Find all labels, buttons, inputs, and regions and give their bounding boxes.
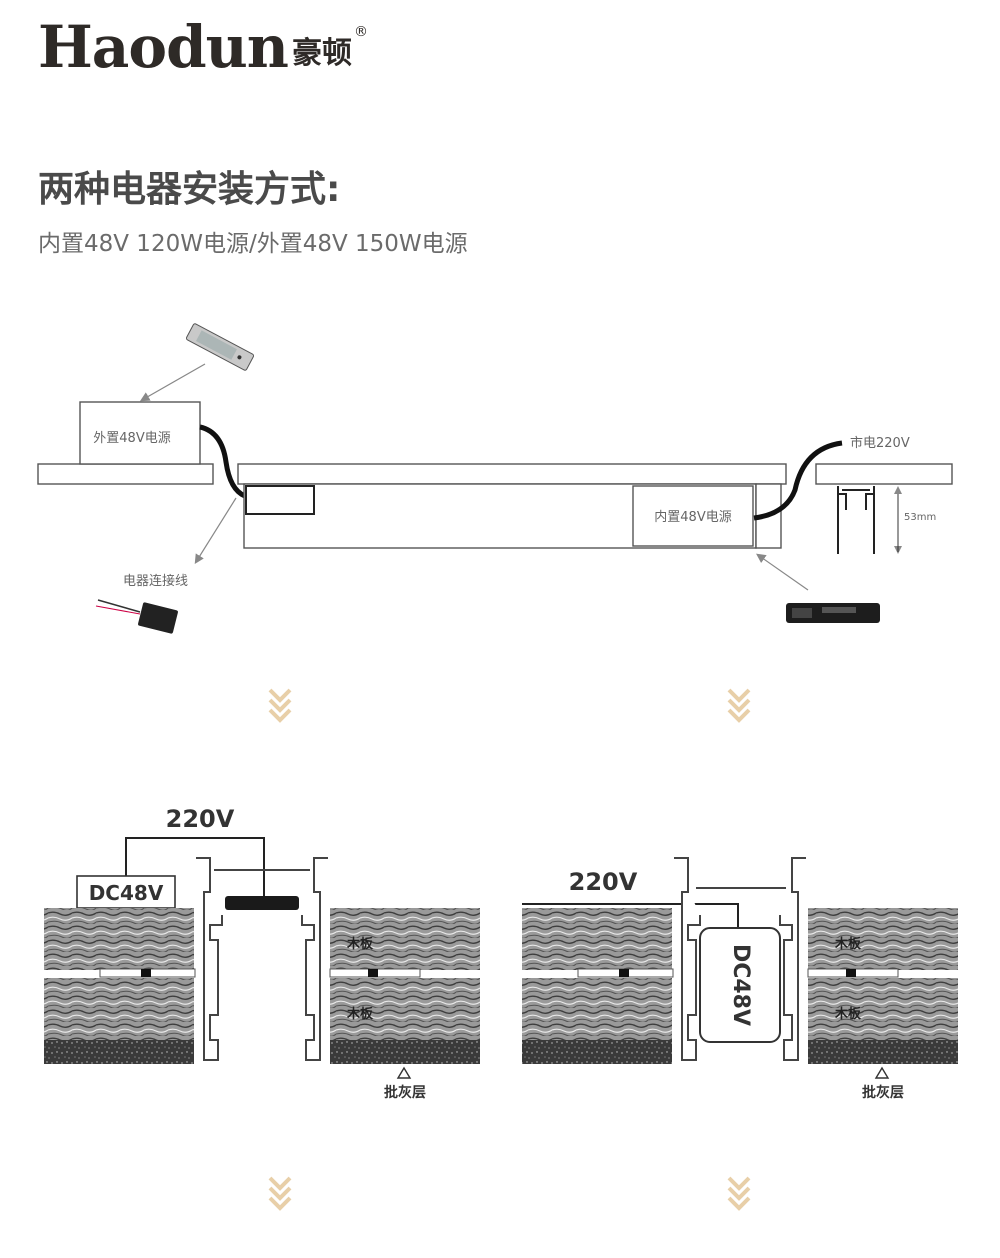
mains-cable	[753, 440, 843, 521]
track-profile	[674, 857, 806, 1061]
dc-psu-label: DC48V	[728, 944, 753, 1026]
wood-panel-lower-right	[330, 978, 480, 1040]
mains-wire	[125, 837, 265, 897]
putty-label: 批灰层	[384, 1084, 426, 1101]
ceiling-slab-left	[37, 463, 214, 485]
wood-panel-upper-left	[44, 908, 194, 970]
external-psu-cable	[199, 424, 247, 499]
voltage-label: 220V	[166, 805, 235, 833]
putty-layer-left	[522, 1040, 672, 1064]
dc-psu-label: DC48V	[89, 881, 164, 905]
ceiling-slab-right	[815, 463, 953, 485]
arrow-external-psu	[139, 363, 206, 402]
putty-label: 批灰层	[862, 1084, 904, 1101]
wood-label-lower: 木板	[346, 1006, 374, 1022]
track-connector-photo	[786, 603, 880, 623]
arrow-track-connector	[756, 553, 809, 591]
internal-psu-label: 内置48V电源	[654, 509, 731, 525]
putty-layer-left	[44, 1040, 194, 1064]
putty-layer-right	[330, 1040, 480, 1064]
brand-name-cn: 豪顿	[291, 36, 352, 71]
page-subtitle: 内置48V 120W电源/外置48V 150W电源	[38, 231, 468, 257]
pointer-triangle-icon	[874, 1066, 890, 1079]
chevron-down-icon	[727, 688, 751, 723]
mains-label: 市电220V	[850, 435, 910, 451]
wood-label-lower: 木板	[834, 1006, 862, 1022]
height-label: 53mm	[904, 512, 936, 523]
registered-mark: ®	[353, 24, 368, 40]
dc-psu-box	[699, 927, 781, 1043]
wood-panel-lower-left	[44, 978, 194, 1040]
chevron-down-icon	[727, 1176, 751, 1211]
arrow-connector-cable	[194, 497, 237, 565]
wood-panel-upper-right	[330, 908, 480, 970]
mains-wire	[522, 903, 739, 930]
connector-block	[245, 485, 315, 515]
pointer-triangle-icon	[396, 1066, 412, 1079]
putty-layer-right	[808, 1040, 958, 1064]
voltage-label: 220V	[569, 868, 638, 896]
brand-logo: Haodun 豪顿 ®	[38, 18, 368, 76]
bottom-left-diagram: 220V DC48V 木板 木板 批灰层	[44, 805, 480, 1101]
external-psu-label: 外置48V电源	[93, 431, 170, 446]
connector-cable-label: 电器连接线	[123, 573, 188, 589]
connector-cable-photo	[95, 599, 178, 634]
track-profile-icon	[837, 486, 875, 554]
wood-label-upper: 木板	[834, 936, 862, 952]
external-psu-box	[79, 401, 201, 465]
external-psu-photo	[185, 323, 255, 371]
brand-name-en: Haodun	[38, 13, 289, 81]
chevron-down-icon	[268, 1176, 292, 1211]
track-top-plate	[237, 463, 787, 485]
wood-panel-upper-right	[808, 908, 958, 970]
wood-panel-lower-left	[522, 978, 672, 1040]
wood-label-upper: 木板	[346, 936, 374, 952]
bottom-right-diagram: 220V DC48V 木板 木板 批灰层	[522, 857, 958, 1101]
page-title: 两种电器安装方式:	[38, 169, 341, 210]
chevron-down-icon	[268, 688, 292, 723]
wood-panel-upper-left	[522, 908, 672, 970]
wood-panel-lower-right	[808, 978, 958, 1040]
internal-psu-box	[632, 485, 754, 547]
top-diagram: 外置48V电源 内置48V电源 市电220V 53mm 电器连接线	[37, 323, 953, 634]
driver-module	[225, 896, 299, 910]
track-profile	[196, 857, 328, 1061]
